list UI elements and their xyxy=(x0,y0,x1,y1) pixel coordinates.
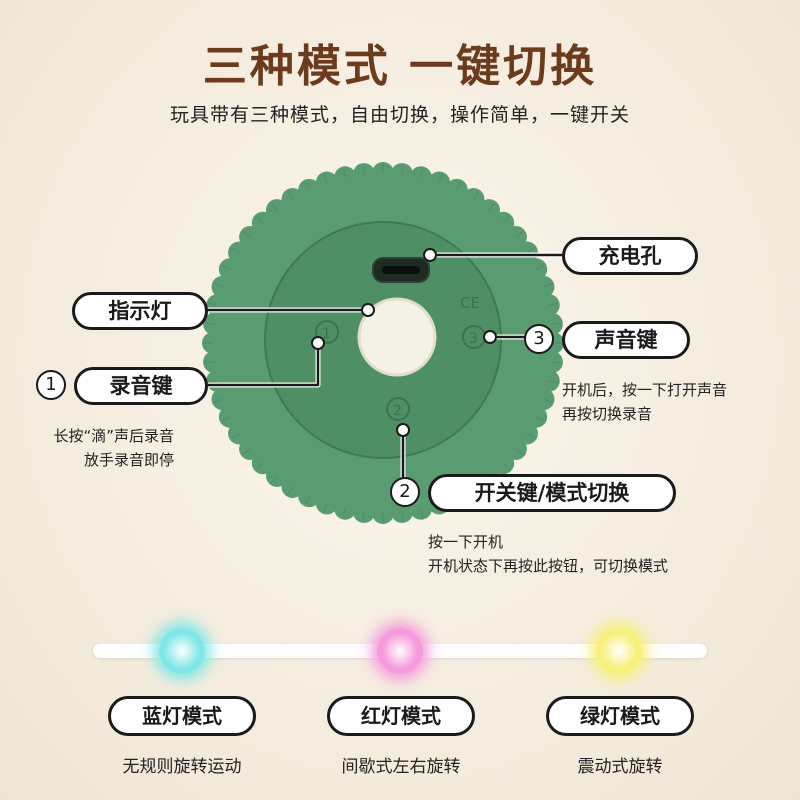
power-key-number: 2 xyxy=(390,477,420,507)
voice-key-number: 3 xyxy=(524,324,554,354)
red-mode-label: 红灯模式 xyxy=(327,696,475,736)
button-2-dot xyxy=(396,423,410,437)
power-key-note: 按一下开机 开机状态下再按此按钮，可切换模式 xyxy=(428,533,669,575)
indicator-label: 指示灯 xyxy=(72,292,208,330)
svg-text:3: 3 xyxy=(469,331,478,347)
svg-text:1: 1 xyxy=(322,326,331,342)
voice-key-label: 声音键 xyxy=(562,321,690,359)
indicator-dot xyxy=(361,303,375,317)
green-mode-label: 绿灯模式 xyxy=(546,696,694,736)
button-3-dot xyxy=(483,330,497,344)
green-mode-desc: 震动式旋转 xyxy=(577,757,663,777)
blue-led xyxy=(159,628,205,674)
blue-mode-label: 蓝灯模式 xyxy=(108,696,256,736)
svg-text:2: 2 xyxy=(393,403,402,419)
power-key-label: 开关键/模式切换 xyxy=(428,474,676,512)
button-1-emboss xyxy=(315,320,339,344)
page-title: 三种模式 一键切换 xyxy=(202,41,598,92)
page-subtitle: 玩具带有三种模式，自由切换，操作简单，一键开关 xyxy=(169,104,630,126)
record-key-note: 长按“滴”声后录音 放手录音即停 xyxy=(53,427,175,469)
button-1-dot xyxy=(311,336,325,350)
charge-port-label: 充电孔 xyxy=(562,237,698,275)
record-key-label: 录音键 xyxy=(74,367,208,405)
port-dot xyxy=(423,248,437,262)
green-led xyxy=(596,628,642,674)
red-mode-desc: 间歇式左右旋转 xyxy=(341,757,461,777)
voice-key-note: 开机后，按一下打开声音 再按切换录音 xyxy=(562,381,728,423)
button-2-emboss xyxy=(386,397,410,421)
indicator-light xyxy=(359,299,435,375)
ce-mark: CE xyxy=(460,294,480,312)
red-led xyxy=(377,628,423,674)
record-key-number: 1 xyxy=(36,370,66,400)
blue-mode-desc: 无规则旋转运动 xyxy=(122,757,242,777)
